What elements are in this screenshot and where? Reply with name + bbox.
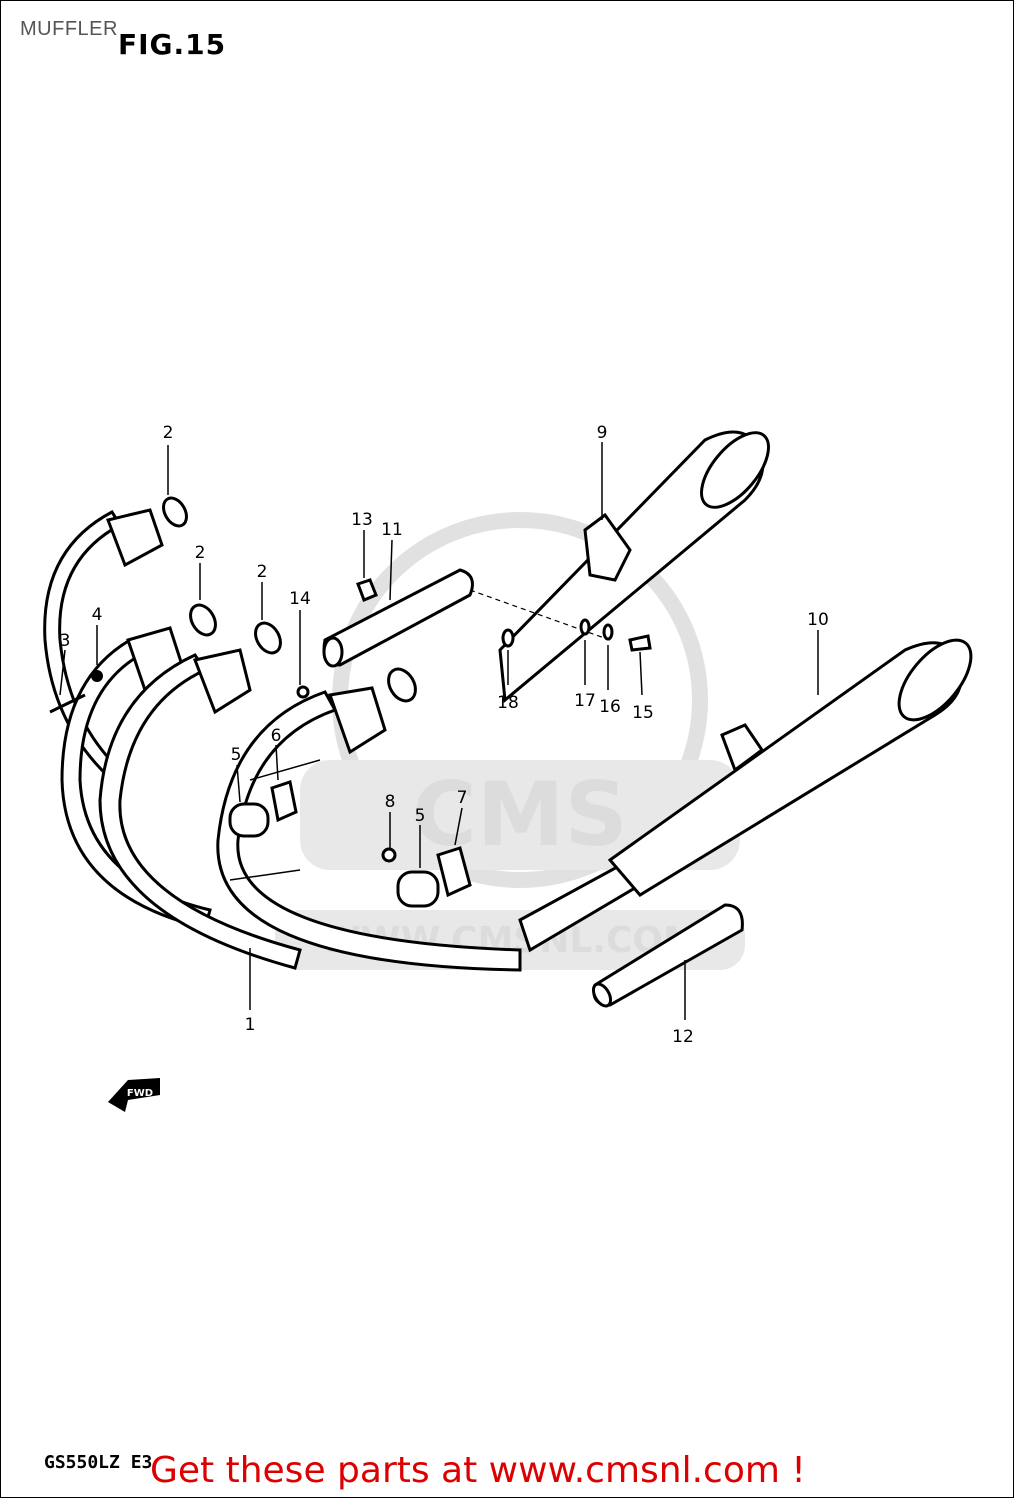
part-4-nut <box>91 670 103 682</box>
part-3-bolt <box>49 693 86 714</box>
callout-5-left: 5 <box>231 745 242 765</box>
callout-2-right: 2 <box>257 562 268 582</box>
part-1-exhaust-pipes <box>43 508 642 972</box>
part-11-muffler-bracket <box>322 568 474 668</box>
callout-9: 9 <box>597 423 608 443</box>
callout-15: 15 <box>632 703 654 723</box>
part-17-washer <box>579 618 591 636</box>
forward-arrow-label: FWD <box>127 1088 153 1099</box>
watermark-badge <box>300 760 740 870</box>
leader-lines <box>59 442 819 1020</box>
callout-5-right: 5 <box>415 806 426 826</box>
callout-1: 1 <box>245 1015 256 1035</box>
part-12-protector <box>591 903 744 1008</box>
part-13-nut <box>356 578 378 602</box>
callout-11: 11 <box>381 520 403 540</box>
model-code: GS550LZ E3 <box>44 1452 153 1473</box>
part-8-bolt <box>381 847 397 863</box>
cms-watermark: CMS WWW.CMSNL.COM <box>275 512 745 970</box>
part-2-gaskets <box>162 496 417 703</box>
callout-14: 14 <box>289 589 311 609</box>
part-9-upper-muffler <box>469 430 770 703</box>
promo-link[interactable]: Get these parts at www.cmsnl.com ! <box>150 1450 806 1491</box>
part-10-lower-muffler <box>607 638 973 897</box>
callout-18: 18 <box>497 693 519 713</box>
callout-13: 13 <box>351 510 373 530</box>
callout-16: 16 <box>599 697 621 717</box>
fasteners <box>49 618 652 863</box>
callout-4: 4 <box>92 605 103 625</box>
callout-7: 7 <box>457 788 468 808</box>
callout-2-mid: 2 <box>195 543 206 563</box>
callout-12: 12 <box>672 1027 694 1047</box>
part-18-washer <box>501 628 515 648</box>
callout-6: 6 <box>271 726 282 746</box>
part-5-connectors <box>228 802 440 908</box>
part-15-bolt <box>628 634 652 652</box>
watermark-brand: CMS <box>412 763 628 866</box>
part-6-7-clamps <box>270 780 472 898</box>
section-title: MUFFLER <box>20 18 118 40</box>
callout-3: 3 <box>60 631 71 651</box>
callout-10: 10 <box>807 610 829 630</box>
part-14-bolt <box>296 685 310 699</box>
callout-17: 17 <box>574 691 596 711</box>
callout-8: 8 <box>385 792 396 812</box>
figure-title: FIG.15 <box>118 28 227 61</box>
part-16-washer <box>602 623 614 641</box>
callout-2-top: 2 <box>163 423 174 443</box>
forward-arrow-icon: FWD <box>108 1078 160 1112</box>
callout-labels: 2 2 2 3 4 14 13 11 9 10 18 17 16 15 5 6 … <box>60 423 829 1047</box>
